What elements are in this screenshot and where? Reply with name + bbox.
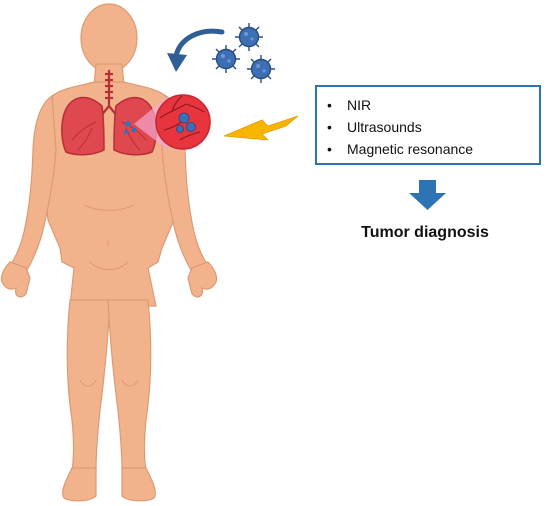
right-leg: [107, 299, 152, 471]
left-arm: [9, 94, 57, 273]
head: [80, 3, 138, 73]
lightning-bolt-icon: [223, 115, 299, 141]
virus-particle-2: [212, 45, 240, 73]
imaging-modalities-box: NIR Ultrasounds Magnetic resonance: [315, 85, 541, 165]
virus-particle-1: [235, 23, 263, 51]
left-hand: [0, 261, 31, 298]
virus-nanoparticle-icon: [212, 23, 275, 83]
tumor-diagnosis-label: Tumor diagnosis: [361, 224, 489, 241]
virus-particle-3: [247, 55, 275, 83]
right-lung: [113, 96, 157, 156]
left-leg: [66, 299, 111, 471]
down-arrow-icon: [409, 180, 446, 210]
modalities-list: NIR Ultrasounds Magnetic resonance: [327, 94, 531, 160]
left-lung: [61, 96, 105, 156]
modality-item-nir: NIR: [327, 94, 531, 116]
lungs-illustration: [61, 96, 157, 156]
curved-arrow-icon: [167, 28, 225, 72]
magnified-tumor-circle: [155, 94, 211, 150]
body-contour-lines: [79, 204, 139, 387]
modality-item-magnetic-resonance: Magnetic resonance: [327, 138, 531, 160]
modality-item-ultrasounds: Ultrasounds: [327, 116, 531, 138]
left-foot: [62, 467, 97, 502]
right-hand: [187, 261, 218, 298]
right-foot: [121, 467, 156, 502]
